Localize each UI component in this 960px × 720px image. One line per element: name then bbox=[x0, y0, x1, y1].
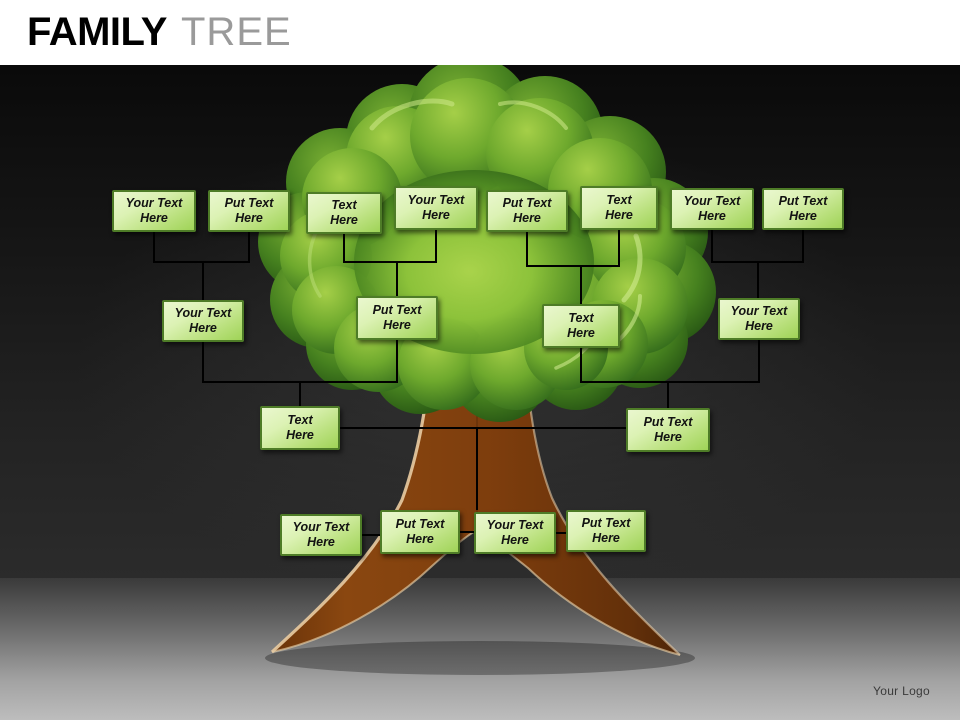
tree-node-r1c3[interactable]: Text Here bbox=[306, 192, 382, 234]
tree-node-r4c2[interactable]: Put Text Here bbox=[380, 510, 460, 554]
tree-node-label: Text Here bbox=[567, 311, 595, 340]
tree-node-r1c6[interactable]: Text Here bbox=[580, 186, 658, 230]
tree-node-label: Put Text Here bbox=[372, 303, 422, 332]
tree-node-r1c4[interactable]: Your Text Here bbox=[394, 186, 478, 230]
tree-node-r4c4[interactable]: Put Text Here bbox=[566, 510, 646, 552]
tree-node-label: Your Text Here bbox=[407, 193, 465, 222]
tree-node-label: Put Text Here bbox=[502, 196, 552, 225]
logo-placeholder: Your Logo bbox=[873, 684, 930, 698]
tree-node-label: Text Here bbox=[605, 193, 633, 222]
tree-node-r1c7[interactable]: Your Text Here bbox=[670, 188, 754, 230]
tree-node-label: Put Text Here bbox=[581, 516, 631, 545]
tree-node-r1c1[interactable]: Your Text Here bbox=[112, 190, 196, 232]
tree-node-label: Your Text Here bbox=[292, 520, 350, 549]
tree-node-label: Your Text Here bbox=[486, 518, 544, 547]
tree-node-label: Put Text Here bbox=[395, 517, 445, 546]
tree-node-label: Put Text Here bbox=[224, 196, 274, 225]
tree-node-r2c1[interactable]: Your Text Here bbox=[162, 300, 244, 342]
tree-node-label: Your Text Here bbox=[730, 304, 788, 333]
tree-node-label: Your Text Here bbox=[683, 194, 741, 223]
tree-node-r1c5[interactable]: Put Text Here bbox=[486, 190, 568, 232]
tree-node-r3c2[interactable]: Put Text Here bbox=[626, 408, 710, 452]
tree-node-r1c2[interactable]: Put Text Here bbox=[208, 190, 290, 232]
tree-node-label: Put Text Here bbox=[643, 415, 693, 444]
tree-ground-shadow bbox=[265, 641, 695, 675]
background-floor-panel bbox=[0, 578, 960, 720]
tree-node-r4c1[interactable]: Your Text Here bbox=[280, 514, 362, 556]
page-title-primary: FAMILY bbox=[27, 10, 168, 54]
tree-node-r3c1[interactable]: Text Here bbox=[260, 406, 340, 450]
tree-node-label: Text Here bbox=[330, 198, 358, 227]
tree-node-r2c4[interactable]: Your Text Here bbox=[718, 298, 800, 340]
tree-node-label: Text Here bbox=[286, 413, 314, 442]
tree-node-label: Your Text Here bbox=[125, 196, 183, 225]
tree-node-label: Put Text Here bbox=[778, 194, 828, 223]
tree-node-r1c8[interactable]: Put Text Here bbox=[762, 188, 844, 230]
tree-node-label: Your Text Here bbox=[174, 306, 232, 335]
page-title: FAMILY TREE bbox=[27, 8, 292, 56]
tree-node-r2c3[interactable]: Text Here bbox=[542, 304, 620, 348]
tree-node-r4c3[interactable]: Your Text Here bbox=[474, 512, 556, 554]
page-title-secondary: TREE bbox=[181, 10, 292, 54]
tree-node-r2c2[interactable]: Put Text Here bbox=[356, 296, 438, 340]
slide-header: FAMILY TREE bbox=[0, 0, 960, 65]
